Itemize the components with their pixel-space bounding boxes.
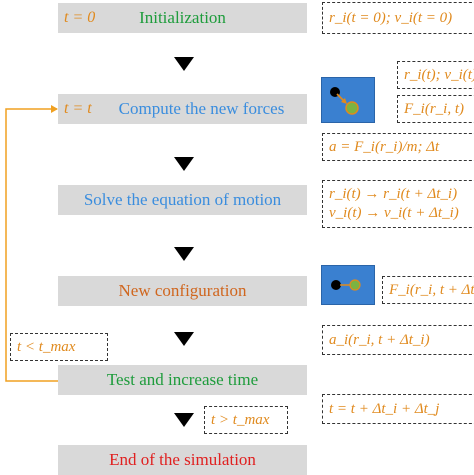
arrow-down-2-icon (174, 157, 194, 171)
initialization-label: Initialization (139, 8, 226, 27)
step-new-configuration: New configuration (58, 276, 307, 306)
solve-update-box: r_i(t) → r_i(t + Δt_i) v_i(t) → v_i(t + … (322, 180, 474, 228)
new-configuration-label: New configuration (118, 281, 247, 300)
init-state-box: r_i(t = 0); v_i(t = 0) (322, 2, 474, 34)
arrow-down-4-icon (174, 332, 194, 346)
particle-force-illustration (321, 77, 375, 123)
loop-feedback-arrow-icon (5, 105, 58, 382)
solve-velocity-update: v_i(t) → v_i(t + Δt_i) (329, 205, 459, 221)
step-solve-motion: Solve the equation of motion (58, 185, 307, 215)
time-update-box: t = t + Δt_i + Δt_j (322, 394, 474, 424)
step-compute-forces: t = t Compute the new forces (58, 94, 307, 124)
step-test-increase: Test and increase time (58, 365, 307, 395)
particle-pair-icon (331, 279, 361, 291)
solve-position-update: r_i(t) → r_i(t + Δt_i) (329, 186, 458, 202)
particle-config-illustration (321, 265, 375, 305)
step-initialization: t = 0 Initialization (58, 3, 307, 33)
init-time-var: t = 0 (64, 9, 96, 26)
test-increase-label: Test and increase time (106, 370, 259, 389)
particle-attraction-icon (330, 87, 359, 115)
end-condition-box: t > t_max (204, 406, 288, 434)
forces-time-var: t = t (64, 100, 92, 117)
acceleration-box: a = F_i(r_i)/m; Δt (322, 133, 474, 161)
newconf-force-box: F_i(r_i, t + Δt_i) (382, 276, 474, 304)
solve-motion-label: Solve the equation of motion (83, 190, 282, 209)
compute-forces-label: Compute the new forces (118, 99, 285, 118)
forces-state-box: r_i(t); v_i(t) (397, 61, 474, 89)
step-end-simulation: End of the simulation (58, 445, 307, 475)
arrow-down-5-icon (174, 413, 194, 427)
loop-condition-box: t < t_max (10, 333, 108, 361)
arrow-down-3-icon (174, 247, 194, 261)
end-simulation-label: End of the simulation (109, 450, 256, 469)
forces-equation-box: F_i(r_i, t) (397, 95, 474, 123)
arrow-down-1-icon (174, 57, 194, 71)
test-accel-box: a_i(r_i, t + Δt_i) (322, 325, 474, 355)
